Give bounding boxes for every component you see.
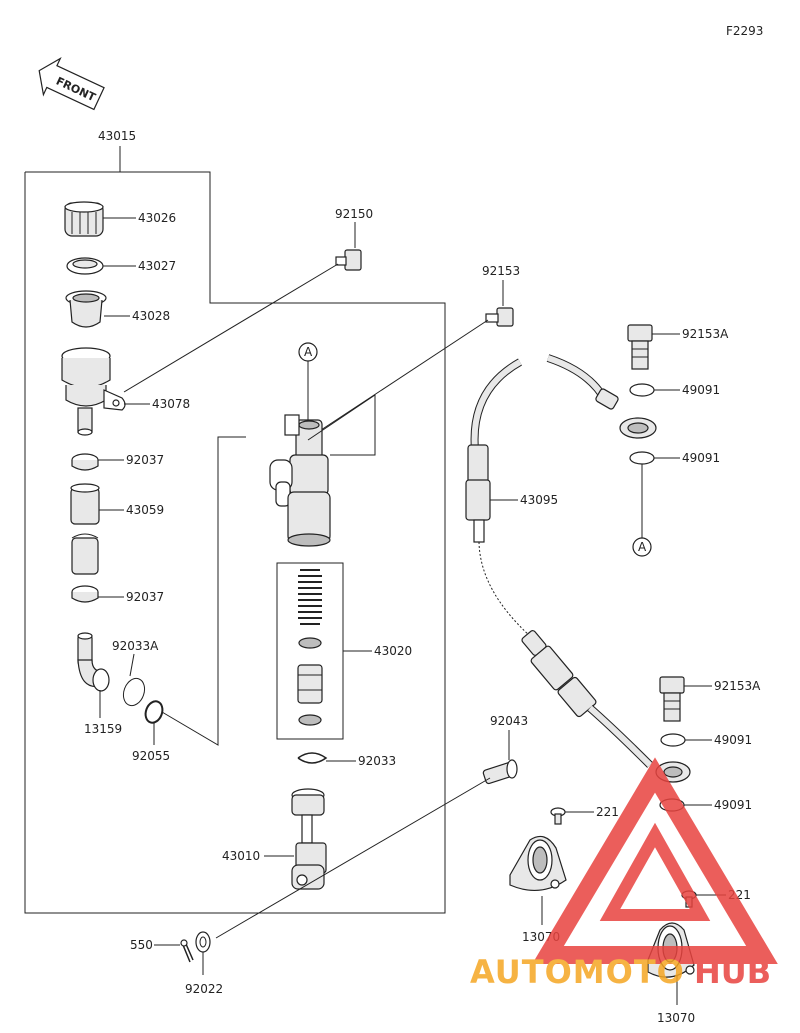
circlip-92033 [297,752,328,764]
automotohub-logo: AUTOMOTO HUB [470,757,778,991]
push-rod [291,788,327,890]
reference-a-lower-text: A [638,540,647,554]
master-cylinder-body [269,414,331,547]
label-49091-1: 49091 [682,383,720,397]
hose-clamp-lower [71,585,99,603]
brake-hose [465,354,691,783]
bracket-cylinder-upper [307,394,376,456]
label-92022: 92022 [185,982,223,996]
label-92153A-lower: 92153A [714,679,761,693]
screw-221-1 [550,807,566,825]
reservoir-diaphragm [65,290,107,328]
reference-marker-a-lower [632,537,652,557]
piston-seal-bottom [298,714,322,726]
washer-49091-3 [660,733,686,747]
label-43015: 43015 [98,129,136,143]
piston-kit-box [276,562,344,740]
label-221-1: 221 [596,805,619,819]
hose-clamp-upper [71,453,99,471]
label-49091-3: 49091 [714,733,752,747]
o-ring [144,700,164,724]
label-92033: 92033 [358,754,396,768]
leader-92150-to-tank [123,263,339,393]
bolt-92153 [485,307,514,327]
hose-guide-13070-1 [509,835,567,891]
label-43095: 43095 [520,493,558,507]
reservoir-tank [61,347,126,436]
leader-92153-to-cylinder [317,319,489,433]
washer-49091-2 [629,451,655,465]
label-43059: 43059 [126,503,164,517]
label-92033A: 92033A [112,639,159,653]
leader-92043-pin [215,777,491,939]
piston-spring [298,569,322,625]
label-43078: 43078 [152,397,190,411]
label-43020: 43020 [374,644,412,658]
label-92153A-upper: 92153A [682,327,729,341]
reservoir-cap [64,201,104,237]
label-92037-upper: 92037 [126,453,164,467]
label-49091-2: 49091 [682,451,720,465]
label-92043: 92043 [490,714,528,728]
label-43010: 43010 [222,849,260,863]
label-92153: 92153 [482,264,520,278]
label-43026: 43026 [138,211,176,225]
washer-49091-1 [629,383,655,397]
label-43027: 43027 [138,259,176,273]
clevis-pin [482,759,518,785]
reference-a-upper-text: A [304,345,313,359]
label-13070-2: 13070 [657,1011,695,1025]
reservoir-hose [70,483,100,575]
banjo-bolt-lower [659,676,685,722]
piston-seal-top [298,637,322,649]
assembly-bracket-43015 [24,171,446,914]
label-43028: 43028 [132,309,170,323]
label-49091-4: 49091 [714,798,752,812]
label-550: 550 [130,938,153,952]
label-92055: 92055 [132,749,170,763]
logo-text-hub: HUB [694,953,771,991]
piston [297,664,323,704]
leader-92055 [161,436,246,746]
cotter-pin [180,939,194,963]
front-arrow-icon: FRONT [38,56,105,111]
washer-92022 [195,931,211,953]
diagram-code: F2293 [726,24,763,38]
label-13159: 13159 [84,722,122,736]
logo-text-automoto: AUTOMOTO [470,953,685,991]
label-92037-lower: 92037 [126,590,164,604]
bolt-92150 [335,249,362,271]
reservoir-plate [66,257,104,275]
label-92150: 92150 [335,207,373,221]
hose-fitting [77,632,110,692]
circlip-small [122,677,146,707]
banjo-bolt-upper [627,324,653,370]
